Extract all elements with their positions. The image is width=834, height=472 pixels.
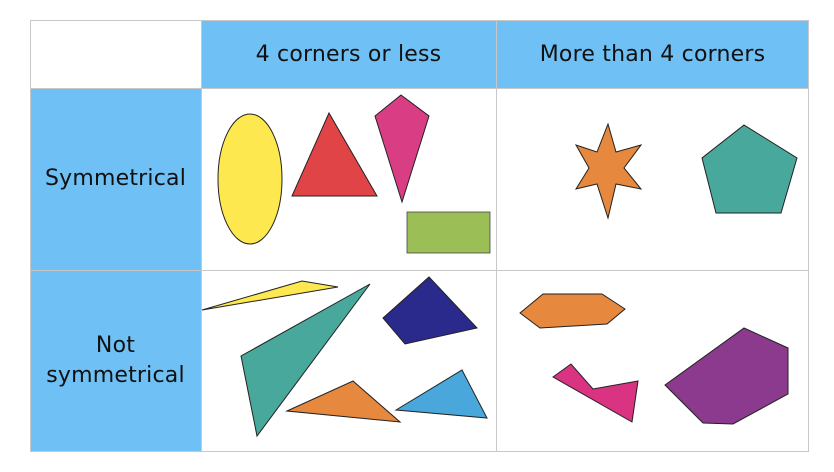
column-header-more-than-four-label: More than 4 corners bbox=[539, 41, 766, 67]
row-header-symmetrical: Symmetrical bbox=[30, 88, 201, 270]
magenta-irregular-shape bbox=[552, 363, 639, 423]
yellow-ellipse bbox=[217, 113, 283, 245]
red-triangle bbox=[291, 111, 378, 197]
teal-scalene-triangle bbox=[240, 283, 371, 438]
row-header-not-symmetrical-line2: symmetrical bbox=[46, 363, 185, 388]
row-header-not-symmetrical: Not symmetrical bbox=[30, 270, 201, 452]
navy-quadrilateral bbox=[382, 276, 478, 345]
purple-irregular-hexagon bbox=[664, 327, 789, 425]
blue-triangle bbox=[394, 369, 488, 419]
teal-pentagon bbox=[701, 124, 798, 214]
column-header-four-or-less-label: 4 corners or less bbox=[255, 41, 442, 67]
row-header-symmetrical-label: Symmetrical bbox=[44, 166, 187, 192]
corner-cell bbox=[30, 20, 201, 88]
orange-hexagon bbox=[519, 293, 626, 329]
column-header-more-than-four: More than 4 corners bbox=[496, 20, 809, 88]
orange-six-point-star bbox=[574, 122, 643, 220]
yellow-thin-triangle bbox=[201, 280, 339, 311]
row-header-not-symmetrical-line1: Not bbox=[95, 333, 136, 359]
orange-triangle bbox=[285, 380, 402, 423]
green-rectangle bbox=[406, 211, 491, 254]
pink-kite bbox=[374, 94, 430, 204]
column-header-four-or-less: 4 corners or less bbox=[201, 20, 496, 88]
